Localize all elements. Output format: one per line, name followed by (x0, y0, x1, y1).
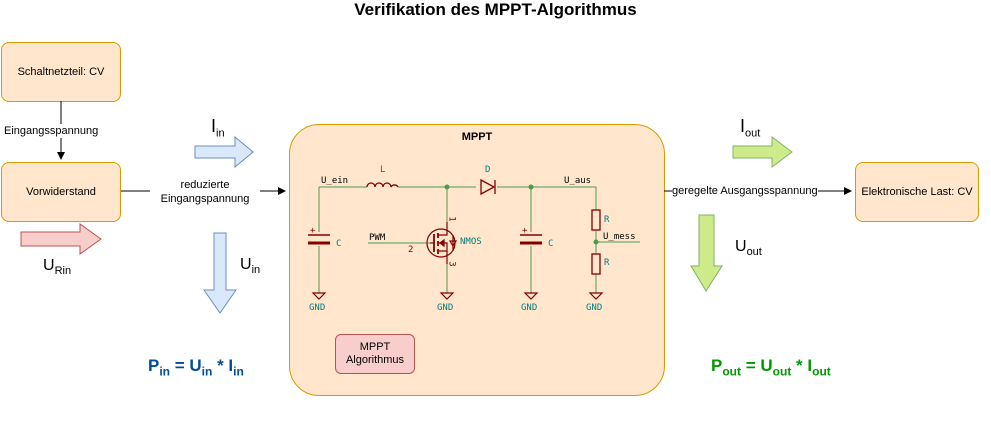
diagram-title: Verifikation des MPPT-Algorithmus (354, 0, 637, 19)
u-in-arrow (203, 232, 237, 314)
series-resistor-box: Vorwiderstand (1, 162, 121, 222)
gnd-label-3: GND (521, 303, 538, 313)
r-top-label: R (604, 215, 610, 225)
reduced-input-label: reduzierte Eingangspannung (150, 178, 260, 206)
u-aus-label: U_aus (564, 176, 592, 186)
nmos-symbol (426, 222, 458, 264)
r-bottom-label: R (604, 258, 610, 268)
u-rin-label: URin (43, 257, 72, 278)
gnd-label-2: GND (437, 303, 454, 313)
power-supply-label: Schaltnetzteil: CV (17, 66, 105, 78)
mppt-label: MPPT (461, 131, 493, 143)
diode-symbol (480, 178, 496, 196)
u-out-label: Uout (735, 238, 762, 259)
pin2-label: 2 (408, 245, 414, 255)
mppt-algorithm-label: MPPT Algorithmus (345, 341, 405, 366)
u-mess-label: U_mess (603, 232, 636, 242)
boost-converter-schematic (308, 178, 640, 300)
u-ein-label: U_ein (321, 176, 349, 186)
input-voltage-label: Eingangsspannung (4, 124, 99, 138)
electronic-load-label: Elektronische Last: CV (861, 186, 973, 198)
junction-mess (593, 239, 599, 245)
pin1-label: 1 (446, 216, 457, 222)
i-out-arrow (732, 136, 793, 168)
i-in-label: Iin (211, 116, 225, 140)
i-out-label: Iout (740, 116, 761, 140)
resistor-bottom-symbol (591, 253, 601, 275)
series-resistor-label: Vorwiderstand (26, 186, 96, 198)
cin-plus-label: + (310, 226, 316, 236)
nmos-label: NMOS (460, 237, 482, 247)
p-out-formula: Pout = Uout * Iout (711, 356, 831, 379)
cout-label: C (548, 239, 554, 249)
gnd-label-1: GND (309, 303, 326, 313)
junction-out (528, 184, 534, 190)
electronic-load-box: Elektronische Last: CV (855, 162, 979, 222)
p-in-formula: Pin = Uin * Iin (148, 356, 244, 379)
input-capacitor-symbol (308, 234, 330, 245)
u-in-label: Uin (240, 256, 261, 277)
i-in-arrow (194, 135, 254, 169)
output-capacitor-symbol (520, 234, 542, 245)
inductor-label: L (380, 165, 386, 175)
resistor-top-symbol (591, 209, 601, 231)
pin3-label: 3 (446, 261, 457, 267)
cin-label: C (336, 239, 342, 249)
u-rin-arrow (20, 223, 102, 255)
regulated-output-label: geregelte Ausgangsspannung (672, 184, 818, 198)
inductor-symbol (366, 182, 399, 190)
gnd-label-4: GND (586, 303, 603, 313)
pwm-label: PWM (369, 233, 386, 243)
junction-sw (444, 184, 450, 190)
cout-plus-label: + (522, 226, 528, 236)
u-out-arrow (690, 214, 723, 292)
diode-label: D (485, 165, 491, 175)
mppt-algorithm-box: MPPT Algorithmus (335, 334, 415, 374)
ground-symbol (311, 292, 604, 300)
